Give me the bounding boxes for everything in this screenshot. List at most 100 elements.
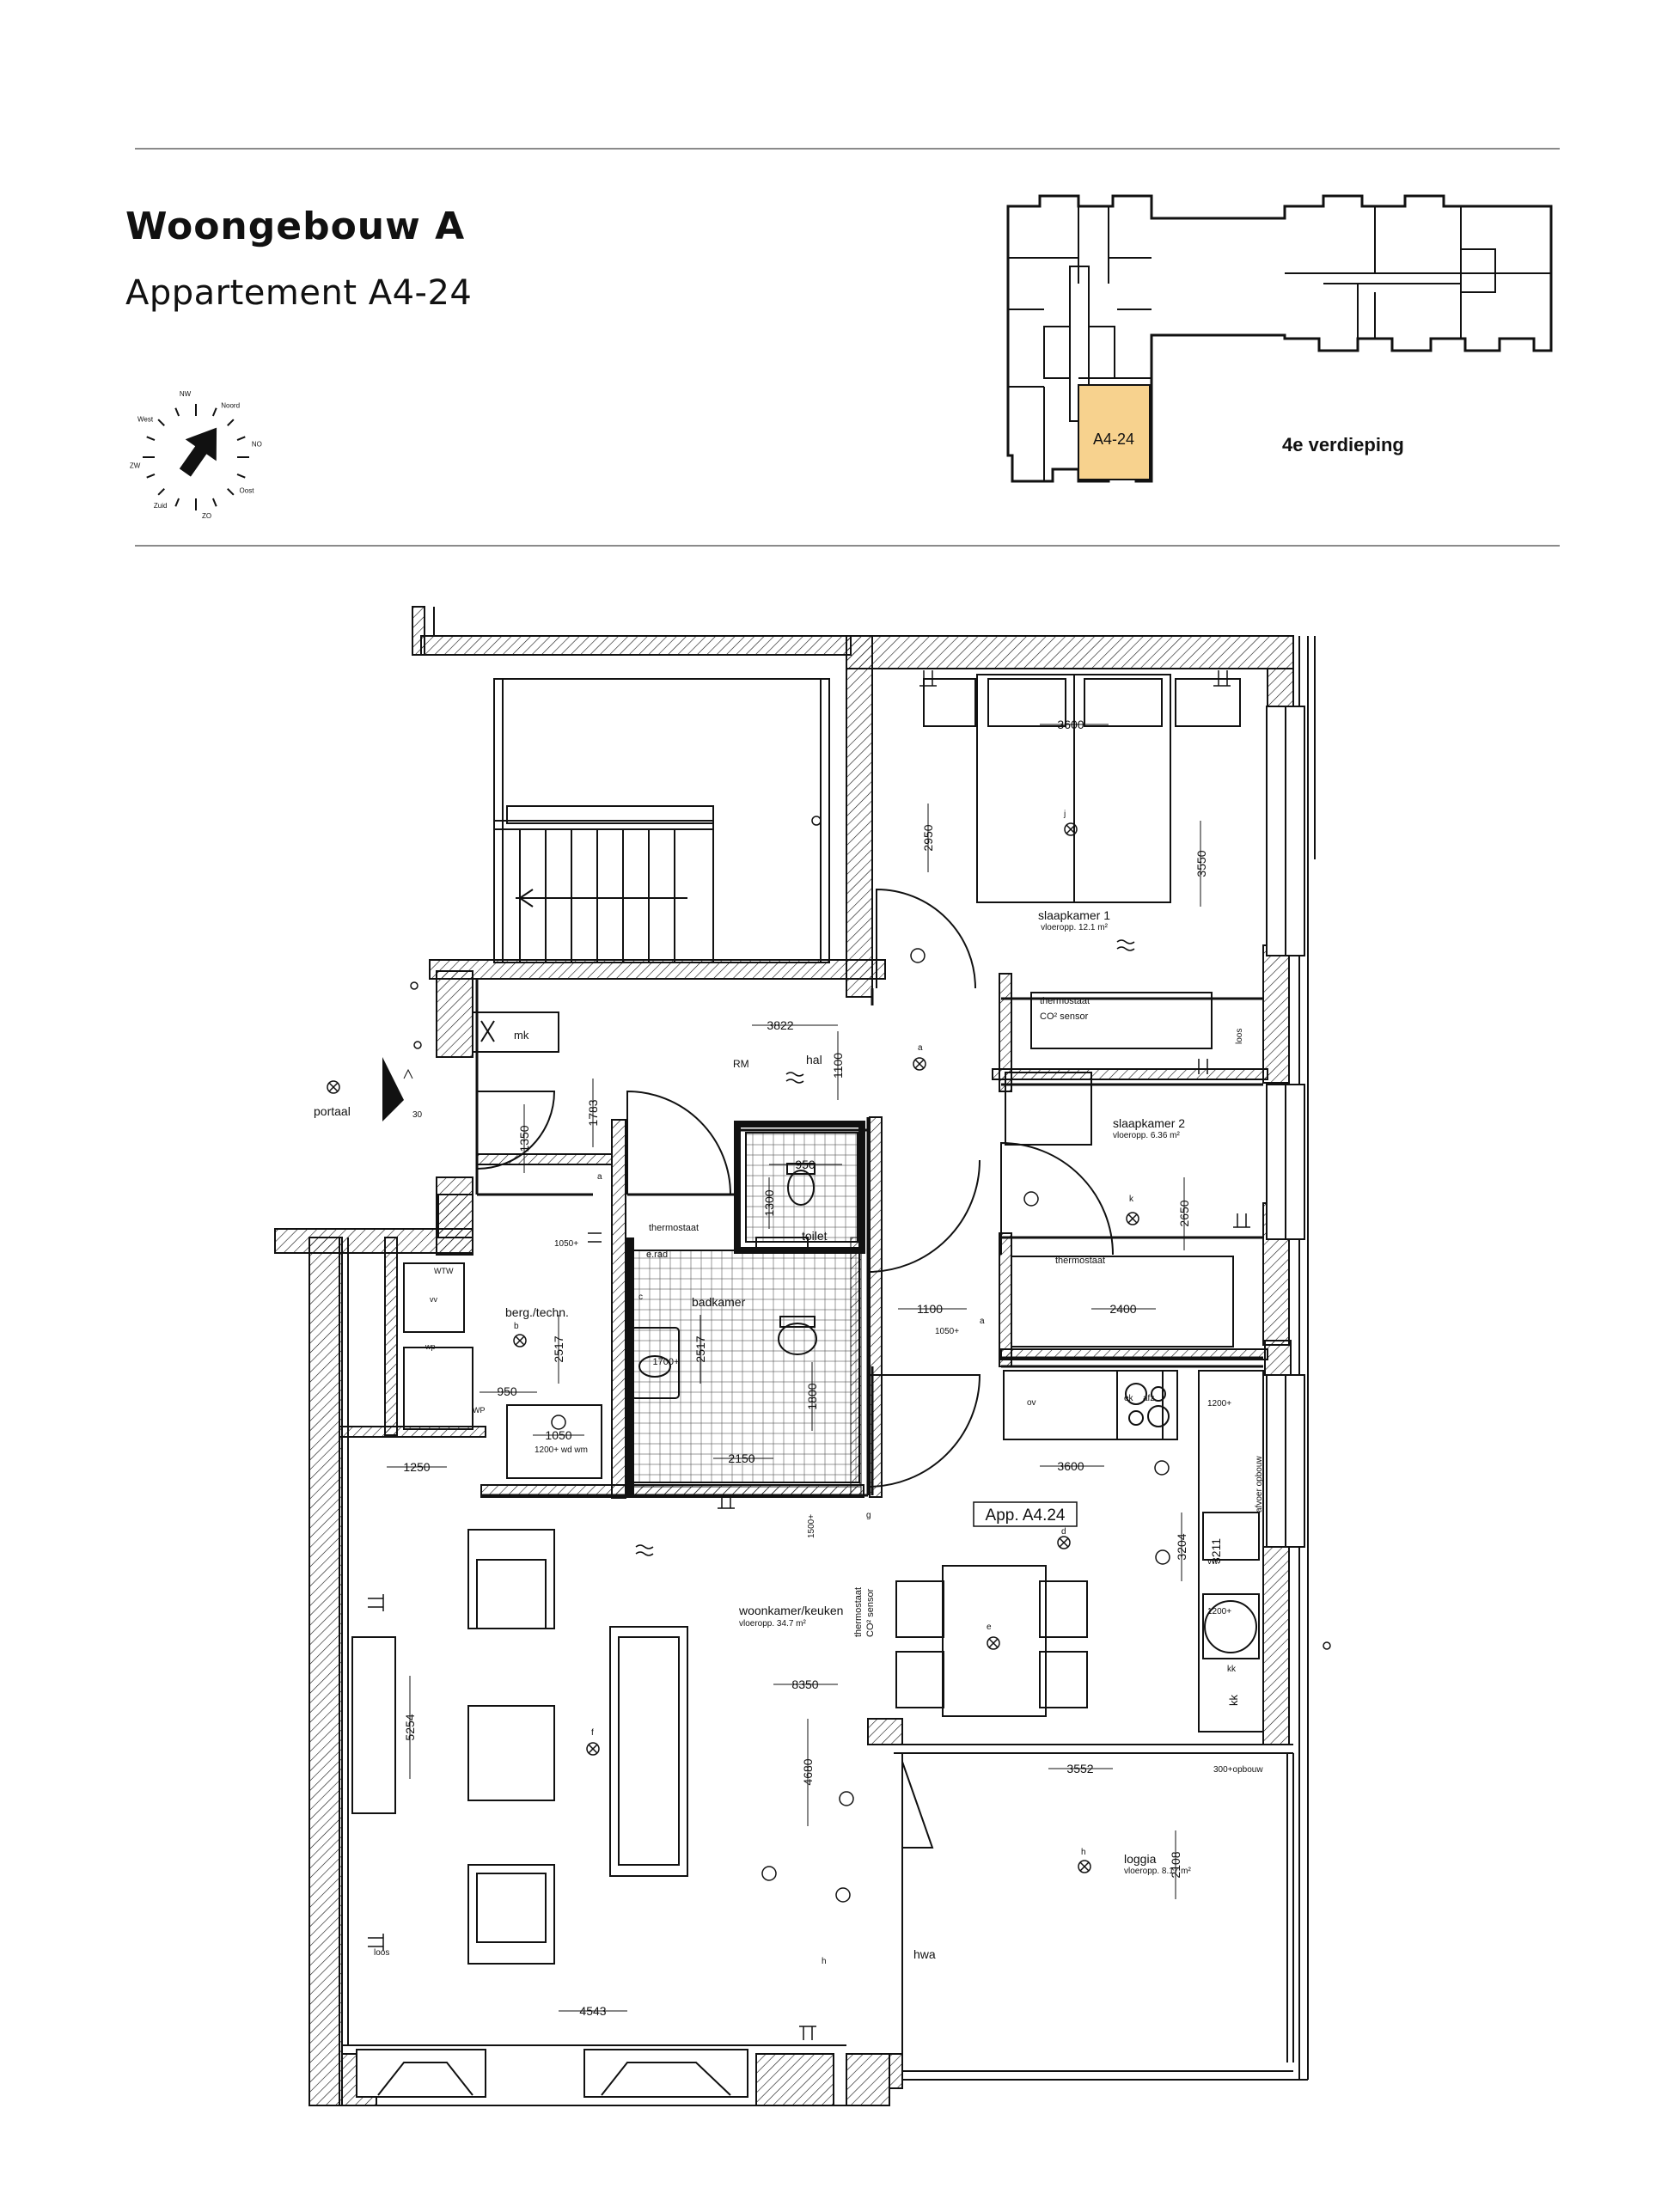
- dim-2517-berg: 2517: [552, 1335, 565, 1362]
- label-mk: mk: [514, 1029, 529, 1042]
- dim-2517-bad: 2517: [693, 1335, 707, 1362]
- label-kk: kk: [1227, 1665, 1237, 1674]
- label-e-rad: e.rad: [646, 1250, 668, 1260]
- label-wp: WP: [473, 1406, 486, 1415]
- room-slaapkamer1-area: vloeropp. 12.1 m²: [1041, 923, 1108, 932]
- switch-j: j: [1063, 810, 1066, 819]
- dim-3822: 3822: [767, 1018, 793, 1032]
- room-slaapkamer1-name: slaapkamer 1: [1038, 908, 1110, 922]
- beds: [923, 674, 1241, 1348]
- dim-1783: 1783: [586, 1099, 600, 1126]
- room-slaapkamer2-area: vloeropp. 6.36 m²: [1113, 1131, 1180, 1140]
- label-h1500: 1500+: [807, 1514, 816, 1538]
- apartment-label-box: [973, 1501, 1078, 1527]
- dim-3211: 3211: [1209, 1538, 1223, 1564]
- living-furniture: [351, 1529, 1088, 1965]
- top-rule: [135, 148, 1560, 150]
- dim-2650: 2650: [1177, 1200, 1191, 1226]
- switch-d: d: [1061, 1527, 1066, 1537]
- dim-3552: 3552: [1066, 1762, 1093, 1775]
- windows: [356, 706, 1305, 2098]
- label-wd-wm: 1200+ wd wm: [535, 1445, 588, 1455]
- dim-3600-kitchen: 3600: [1057, 1459, 1084, 1473]
- label-h300-opbouw: 300+opbouw: [1213, 1765, 1263, 1775]
- bottom-rule: [135, 545, 1560, 547]
- dim-8350: 8350: [791, 1678, 818, 1691]
- switch-a2: a: [597, 1172, 602, 1182]
- label-kk2: kk: [1227, 1695, 1240, 1707]
- switch-h: h: [1081, 1848, 1086, 1857]
- room-loggia-area: vloeropp. 8.17 m²: [1124, 1867, 1191, 1876]
- room-woonkamer-name: woonkamer/keuken: [738, 1604, 843, 1617]
- room-berging: berg./techn.: [505, 1305, 569, 1319]
- label-thermostaat-sk2: thermostaat: [1055, 1256, 1105, 1266]
- switch-c: c: [638, 1292, 643, 1302]
- dim-2150: 2150: [728, 1451, 754, 1465]
- room-portaal: portaal: [314, 1104, 351, 1118]
- dim-2400: 2400: [1109, 1302, 1136, 1316]
- dim-1100-mid: 1100: [917, 1302, 943, 1316]
- dim-3550: 3550: [1194, 850, 1208, 877]
- room-badkamer: badkamer: [692, 1295, 746, 1309]
- room-loggia-name: loggia: [1124, 1852, 1157, 1866]
- dim-1250: 1250: [403, 1460, 430, 1474]
- label-thermostaat: thermostaat: [1040, 996, 1090, 1006]
- room-slaapkamer2-name: slaapkamer 2: [1113, 1116, 1185, 1130]
- dim-3204: 3204: [1175, 1533, 1188, 1560]
- label-h1200b: 1200+: [1207, 1607, 1231, 1616]
- label-rm: RM: [733, 1058, 749, 1070]
- stairwell: [493, 678, 830, 963]
- switch-k: k: [1129, 1195, 1134, 1204]
- label-wp2: wp: [425, 1342, 436, 1351]
- label-vw: vw: [1207, 1557, 1219, 1567]
- apartment-label: App. A4.24: [986, 1506, 1066, 1525]
- label-h1050b: 1050+: [935, 1327, 959, 1336]
- switch-g: g: [866, 1511, 871, 1520]
- fixtures: [403, 1011, 1264, 1732]
- dim-4680: 4680: [801, 1758, 815, 1785]
- label-num30: 30: [412, 1110, 423, 1120]
- label-h1200a: 1200+: [1207, 1399, 1231, 1409]
- room-hal: hal: [806, 1053, 822, 1066]
- dim-1300: 1300: [762, 1189, 776, 1216]
- label-co2-woon: CO² sensor: [865, 1588, 876, 1637]
- dim-1100-hal: 1100: [831, 1053, 845, 1079]
- label-wtw: WTW: [434, 1267, 454, 1275]
- dim-3600-top: 3600: [1057, 718, 1084, 731]
- apartment-subtitle: Appartement A4-24: [125, 273, 473, 313]
- label-ov: ov: [1027, 1398, 1036, 1408]
- dim-5254: 5254: [403, 1714, 417, 1740]
- dim-4543: 4543: [579, 2004, 606, 2018]
- doors: [476, 888, 1114, 1849]
- dim-1800: 1800: [805, 1383, 819, 1409]
- label-thermostaat-woon: thermostaat: [853, 1587, 864, 1637]
- switch-a3: a: [980, 1317, 985, 1326]
- room-toilet: toilet: [802, 1229, 828, 1243]
- label-loos2: loos: [1235, 1029, 1244, 1044]
- building-title: Woongebouw A: [125, 205, 466, 248]
- switch-e: e: [987, 1622, 992, 1632]
- dim-2950: 2950: [921, 824, 935, 851]
- toilet-floor: [745, 1132, 858, 1243]
- dim-1700: 1700+: [653, 1357, 680, 1367]
- dim-1050: 1050: [545, 1428, 571, 1442]
- switch-b: b: [514, 1322, 519, 1331]
- room-woonkamer-area: vloeropp. 34.7 m²: [739, 1619, 806, 1629]
- label-h1050: 1050+: [554, 1239, 578, 1249]
- label-loos: loos: [374, 1948, 389, 1958]
- dim-950-toilet: 950: [795, 1158, 816, 1171]
- label-co2: CO² sensor: [1040, 1011, 1089, 1022]
- dim-1350: 1350: [517, 1125, 531, 1152]
- label-afz: afz: [1143, 1394, 1154, 1403]
- label-ek: ek: [1124, 1394, 1134, 1403]
- label-hwa: hwa: [913, 1947, 936, 1961]
- ceiling-lights: [327, 822, 1139, 1873]
- outlets: [368, 670, 1250, 2040]
- switch-h2: h: [822, 1957, 827, 1966]
- switch-f: f: [591, 1728, 594, 1738]
- label-thermostaat-bad: thermostaat: [649, 1223, 699, 1233]
- label-vv: vv: [430, 1295, 438, 1304]
- dim-2108: 2108: [1169, 1851, 1182, 1878]
- switch-a1: a: [918, 1043, 923, 1053]
